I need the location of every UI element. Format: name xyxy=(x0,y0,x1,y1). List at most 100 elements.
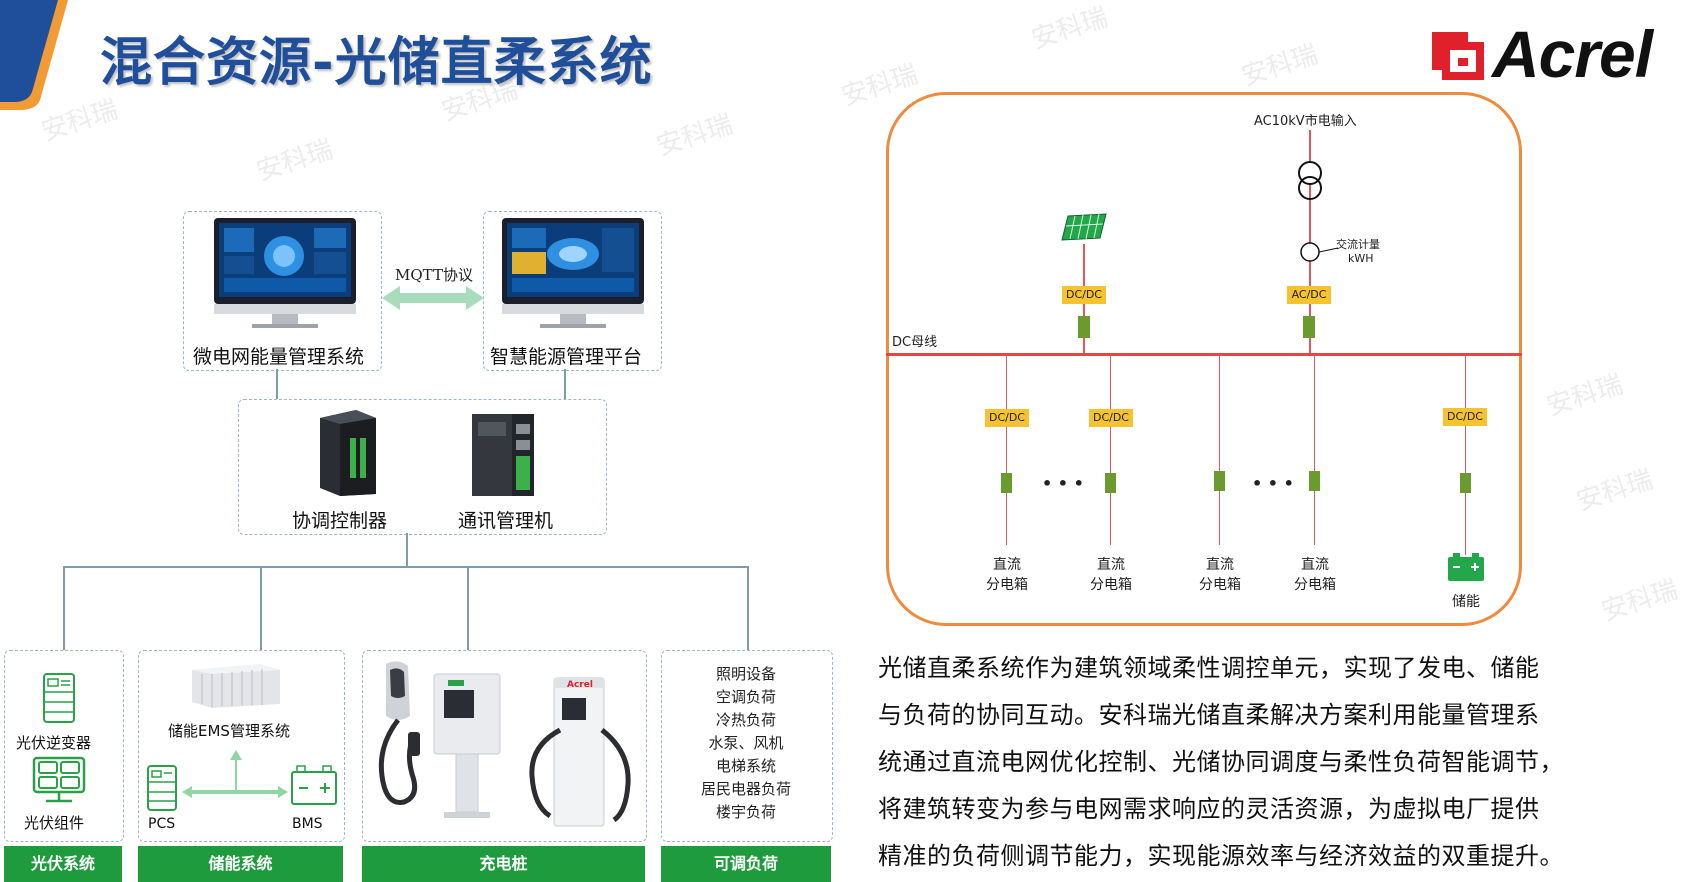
label-line: 分电箱 xyxy=(1199,577,1241,593)
load-item: 照明设备 xyxy=(715,665,776,683)
transformer-icon xyxy=(1298,161,1322,200)
load-item: 水泵、风机 xyxy=(708,734,784,752)
wall-charger-icon xyxy=(378,661,420,805)
load-item: 居民电器负荷 xyxy=(700,780,791,798)
category-bar-storage: 储能系统 xyxy=(138,846,343,882)
double-arrow-icon xyxy=(382,286,484,310)
label-line: 分电箱 xyxy=(1090,577,1132,593)
watermark: 安科瑞 xyxy=(653,109,737,163)
dc-charger-icon xyxy=(529,677,631,827)
category-bar-load: 可调负荷 xyxy=(661,846,831,882)
label-line: 分电箱 xyxy=(986,577,1028,593)
connector-line xyxy=(406,533,408,567)
corner-decoration xyxy=(0,0,68,110)
watermark: 安科瑞 xyxy=(253,134,337,188)
paragraph-line: 光储直柔系统作为建筑领域柔性调控单元，实现了发电、储能 xyxy=(878,654,1540,682)
load-item: 冷热负荷 xyxy=(715,711,776,729)
system-right-label: 智慧能源管理平台 xyxy=(490,346,643,368)
distribution-box-label: 直流 分电箱 xyxy=(1284,555,1346,595)
converter-block xyxy=(1001,473,1012,493)
acrel-logo-icon xyxy=(1432,32,1484,80)
solar-panel-icon xyxy=(1061,213,1107,241)
pile-brand-label: Acrel xyxy=(567,680,593,690)
converter-tag-dcdc: DC/DC xyxy=(985,409,1029,427)
converter-block xyxy=(1309,471,1320,491)
branch-line xyxy=(1110,355,1111,545)
branch-line xyxy=(1219,355,1220,545)
connector-line xyxy=(276,369,278,399)
distribution-box-label: 直流 分电箱 xyxy=(976,555,1038,595)
connector-line xyxy=(63,566,748,568)
watermark: 安科瑞 xyxy=(1573,464,1657,518)
single-line-diagram-frame xyxy=(886,92,1522,626)
controller-label: 协调控制器 xyxy=(292,510,388,532)
load-item: 空调负荷 xyxy=(715,688,776,706)
connector-line xyxy=(564,369,566,399)
distribution-box-label: 直流 分电箱 xyxy=(1189,555,1251,595)
metering-unit: kWH xyxy=(1348,252,1374,265)
label-line: 分电箱 xyxy=(1294,577,1336,593)
branch-line xyxy=(1465,355,1466,555)
converter-block xyxy=(1105,473,1116,493)
pv-inverter-label: 光伏逆变器 xyxy=(16,734,92,752)
converter-tag-dcdc: DC/DC xyxy=(1062,286,1106,304)
load-list: 照明设备 空调负荷 冷热负荷 水泵、风机 电梯系统 居民电器负荷 楼宇负荷 xyxy=(657,663,835,824)
paragraph-line: 将建筑转变为参与电网需求响应的灵活资源，为虚拟电厂提供 xyxy=(878,795,1540,823)
ems-label: 储能EMS管理系统 xyxy=(168,722,290,740)
paragraph-line: 与负荷的协同互动。安科瑞光储直柔解决方案利用能量管理系 xyxy=(878,701,1540,729)
label-line: 直流 xyxy=(993,557,1021,573)
storage-flow-icon xyxy=(147,750,337,811)
branch-line xyxy=(1314,355,1315,545)
load-box xyxy=(661,650,833,842)
converter-block xyxy=(1460,473,1471,493)
storage-label: 储能 xyxy=(1452,594,1480,610)
converter-block xyxy=(1078,316,1090,338)
comm-label: 通讯管理机 xyxy=(458,510,554,532)
label-line: 直流 xyxy=(1301,557,1329,573)
pv-inverter-icon xyxy=(43,673,75,723)
solar-panel-icon xyxy=(32,756,86,803)
ellipsis: • • • xyxy=(1042,474,1084,493)
ellipsis: • • • xyxy=(1252,474,1294,493)
paragraph-line: 统通过直流电网优化控制、光储协同调度与柔性负荷智能调节， xyxy=(878,748,1564,776)
controller-box xyxy=(238,399,607,535)
watermark: 安科瑞 xyxy=(1543,369,1627,423)
connector-line xyxy=(260,566,262,650)
brand-name: Acrel xyxy=(1492,17,1653,91)
category-bar-pv: 光伏系统 xyxy=(4,846,122,882)
metering-label: 交流计量 xyxy=(1336,238,1380,251)
distribution-box-label: 直流 分电箱 xyxy=(1080,555,1142,595)
storage-cabinet-icon xyxy=(192,664,280,708)
controller-icon xyxy=(320,410,376,496)
page-title: 混合资源-光储直柔系统 xyxy=(100,33,653,93)
protocol-label: MQTT协议 xyxy=(395,266,473,284)
ac-input-label: AC10kV市电输入 xyxy=(1254,114,1357,129)
paragraph-line: 精准的负荷侧调节能力，实现能源效率与经济效益的双重提升。 xyxy=(878,842,1564,870)
watermark: 安科瑞 xyxy=(1598,574,1682,628)
converter-block xyxy=(1303,316,1315,338)
converter-tag-dcdc: DC/DC xyxy=(1443,408,1487,426)
pv-module-label: 光伏组件 xyxy=(24,814,85,832)
converter-block xyxy=(1214,471,1225,491)
converter-tag-acdc: AC/DC xyxy=(1287,286,1331,304)
branch-line xyxy=(1006,355,1007,545)
pillar-charger-icon xyxy=(433,673,501,818)
dc-bus-label: DC母线 xyxy=(892,335,938,350)
connector-line xyxy=(747,566,749,650)
dc-bus-line xyxy=(886,353,1522,356)
monitor-icon xyxy=(214,218,356,328)
label-line: 直流 xyxy=(1206,557,1234,573)
load-item: 电梯系统 xyxy=(715,757,776,775)
connector-line xyxy=(63,566,65,650)
pcs-label: PCS xyxy=(148,816,176,832)
monitor-icon xyxy=(502,218,644,328)
label-line: 直流 xyxy=(1097,557,1125,573)
load-item: 楼宇负荷 xyxy=(715,803,776,821)
description-paragraph: 光储直柔系统作为建筑领域柔性调控单元，实现了发电、储能 与负荷的协同互动。安科瑞… xyxy=(878,645,1668,880)
comm-manager-icon xyxy=(472,414,534,496)
system-left-label: 微电网能量管理系统 xyxy=(193,346,365,368)
meter-icon xyxy=(1300,242,1339,262)
watermark: 安科瑞 xyxy=(1028,2,1112,56)
converter-tag-dcdc: DC/DC xyxy=(1089,409,1133,427)
connector-line xyxy=(467,566,469,650)
